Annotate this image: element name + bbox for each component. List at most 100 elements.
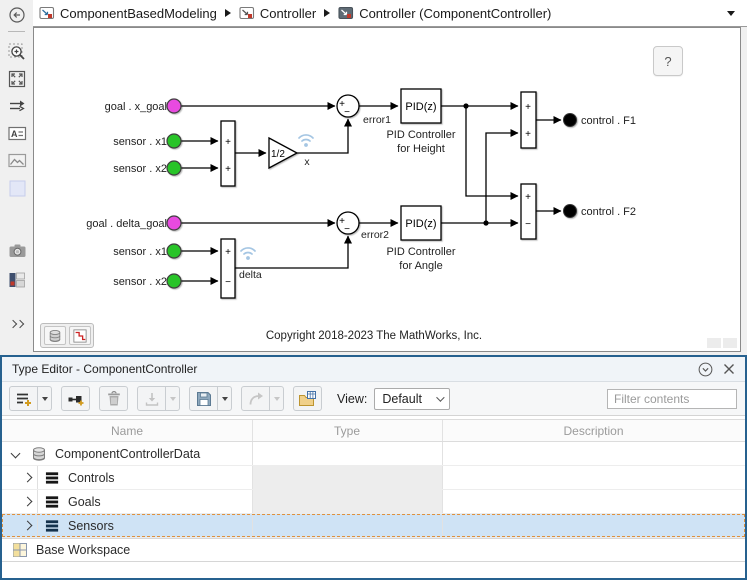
filter-contents-input[interactable]	[607, 388, 737, 409]
left-tool-strip: A	[0, 0, 33, 355]
zoom-button[interactable]	[7, 42, 27, 62]
view-select[interactable]: Default	[374, 387, 450, 410]
pid-label: PID(z)	[405, 101, 436, 113]
branch-point	[463, 103, 469, 109]
wireless-badge-x[interactable]: x	[298, 134, 314, 168]
back-button[interactable]	[7, 5, 27, 25]
table-row-base-workspace[interactable]: Base Workspace	[2, 538, 745, 562]
bus-icon	[45, 470, 60, 485]
image-button[interactable]	[7, 150, 27, 170]
table-row-componentcontrollerdata[interactable]: ComponentControllerData	[2, 442, 745, 466]
type-editor-panel: Type Editor - ComponentController	[0, 355, 747, 580]
gain-value: 1/2	[271, 149, 285, 160]
signal-routing-button[interactable]	[7, 96, 27, 116]
svg-text:A: A	[11, 129, 18, 139]
save-icon	[196, 391, 211, 406]
inport-goal-delta[interactable]	[166, 215, 182, 231]
breadcrumb: ComponentBasedModeling Controller Contro…	[33, 0, 747, 27]
area-icon	[9, 180, 25, 196]
expand-chevron-icon[interactable]	[22, 472, 33, 483]
inport-sensor-x1-top[interactable]	[166, 133, 182, 149]
breadcrumb-separator-icon	[224, 9, 231, 17]
sum-circle-error2[interactable]: + −	[336, 211, 360, 235]
expand-chevron-icon[interactable]	[22, 496, 33, 507]
table-header: Name Type Description	[2, 419, 745, 442]
table-row-goals[interactable]: Goals	[2, 490, 745, 514]
row-label: Controls	[68, 470, 115, 485]
subtract-block-bottom[interactable]: + −	[220, 238, 236, 299]
model-canvas[interactable]: goal . x_goal sensor . x1 sensor . x2 go…	[33, 27, 741, 352]
circle-chevron-down-icon	[698, 362, 713, 376]
double-chevron-icon	[8, 319, 25, 329]
pid-height-block[interactable]: PID(z) PID Controller for Height	[386, 88, 456, 155]
expand-chevron-icon[interactable]	[22, 520, 33, 531]
pattern-button[interactable]	[7, 270, 27, 290]
table-row-sensors[interactable]: Sensors	[2, 514, 745, 538]
row-label: Sensors	[68, 518, 114, 533]
fit-to-view-button[interactable]	[7, 69, 27, 89]
pid-caption: for Angle	[399, 260, 442, 272]
sign: +	[339, 216, 345, 227]
open-dialog-button[interactable]	[293, 386, 322, 411]
save-button[interactable]	[189, 386, 232, 411]
add-block-top[interactable]: + +	[220, 120, 236, 187]
add-type-dropdown[interactable]	[37, 387, 51, 410]
inport-sensor-x2-top[interactable]	[166, 160, 182, 176]
annotation-button[interactable]: A	[7, 123, 27, 143]
canvas-badge-bar	[40, 323, 94, 348]
copyright-text: Copyright 2018-2023 The MathWorks, Inc.	[266, 330, 482, 342]
collapse-panel-button[interactable]	[698, 362, 713, 377]
outport-f2[interactable]	[563, 204, 577, 218]
sum-circle-error1[interactable]: + −	[336, 94, 360, 118]
database-icon	[49, 329, 60, 342]
bus-icon	[45, 518, 60, 533]
inport-labels: goal . x_goal sensor . x1 sensor . x2 go…	[86, 101, 167, 288]
screenshot-button[interactable]	[7, 240, 27, 260]
close-panel-button[interactable]	[723, 363, 735, 375]
sum-block-f1[interactable]: + +	[520, 91, 537, 149]
sign: −	[344, 224, 350, 235]
area-button[interactable]	[7, 178, 27, 198]
import-button[interactable]	[137, 386, 180, 411]
delete-button[interactable]	[99, 386, 128, 411]
expand-browser-button[interactable]	[7, 314, 27, 334]
model-icon	[39, 6, 55, 20]
wire-label-error1: error1	[363, 114, 391, 126]
panel-title: Type Editor - ComponentController	[12, 362, 198, 376]
save-dropdown[interactable]	[217, 387, 231, 410]
add-bus-element-button[interactable]	[61, 386, 90, 411]
wire-label-error2: error2	[361, 229, 389, 241]
inports[interactable]	[166, 98, 182, 289]
signal-wires[interactable]	[181, 102, 562, 285]
sum-block-f2[interactable]: + −	[520, 183, 537, 240]
add-type-button[interactable]	[9, 386, 52, 411]
data-dictionary-badge[interactable]	[43, 326, 66, 345]
help-button[interactable]: ?	[653, 46, 683, 76]
expand-chevron-icon[interactable]	[10, 448, 21, 459]
sign: −	[225, 277, 231, 288]
share-dropdown[interactable]	[269, 387, 283, 410]
bus-stack-icon	[31, 446, 47, 462]
row-label: ComponentControllerData	[55, 446, 201, 461]
inport-sensor-x2-bottom[interactable]	[166, 273, 182, 289]
inport-sensor-x1-bottom[interactable]	[166, 243, 182, 259]
subsystem-icon	[239, 6, 254, 20]
share-button[interactable]	[241, 386, 284, 411]
inport-goal-x[interactable]	[166, 98, 182, 114]
workspace-grid-icon	[12, 542, 28, 558]
outport-f1[interactable]	[563, 113, 577, 127]
type-editor-titlebar: Type Editor - ComponentController	[2, 357, 745, 382]
breadcrumb-dropdown-icon[interactable]	[727, 10, 735, 16]
breadcrumb-item-current[interactable]: Controller (ComponentController)	[338, 5, 551, 21]
branch-point	[483, 220, 489, 226]
breadcrumb-item-root[interactable]: ComponentBasedModeling	[39, 5, 217, 21]
wireless-badge-delta[interactable]: delta	[239, 247, 262, 281]
signal-logging-badge[interactable]	[68, 326, 91, 345]
pid-angle-block[interactable]: PID(z) PID Controller for Angle	[386, 205, 456, 272]
column-header-description: Description	[563, 423, 624, 438]
breadcrumb-item-controller[interactable]: Controller	[239, 5, 316, 21]
gain-block[interactable]: 1/2	[268, 136, 299, 170]
table-row-controls[interactable]: Controls	[2, 466, 745, 490]
import-dropdown[interactable]	[165, 387, 179, 410]
column-header-type: Type	[333, 423, 360, 438]
